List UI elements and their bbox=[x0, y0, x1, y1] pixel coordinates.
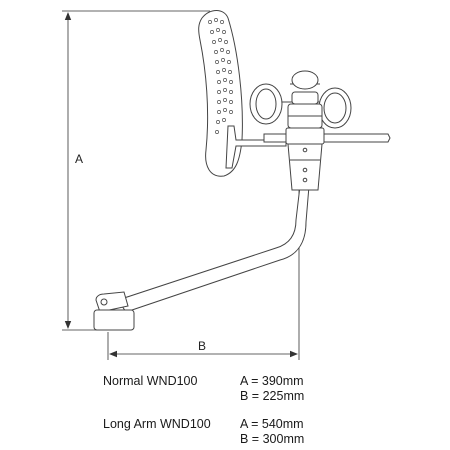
anemometer-cups bbox=[249, 70, 352, 129]
wind-vane-tail bbox=[198, 10, 287, 177]
cup-hub bbox=[291, 91, 319, 105]
sensor-body bbox=[263, 103, 391, 191]
cup-left bbox=[249, 83, 283, 125]
spec-b-long-arm: B = 300mm bbox=[240, 432, 305, 446]
dimension-a bbox=[62, 10, 210, 331]
dimension-a-label: A bbox=[75, 152, 83, 166]
lower-housing bbox=[287, 143, 323, 191]
spec-b-normal: B = 225mm bbox=[240, 389, 305, 403]
vane-rod bbox=[321, 133, 391, 143]
spec-name-long-arm: Long Arm WND100 bbox=[103, 417, 211, 431]
mounting-base bbox=[93, 309, 135, 331]
mid-collar bbox=[285, 127, 325, 145]
spec-name-normal: Normal WND100 bbox=[103, 374, 198, 388]
spec-a-normal: A = 390mm bbox=[240, 374, 304, 388]
spec-a-long-arm: A = 540mm bbox=[240, 417, 304, 431]
mounting-arm bbox=[117, 185, 310, 313]
tail-perforations bbox=[208, 18, 233, 134]
mounting-clamp bbox=[95, 291, 129, 313]
dimension-b-label: B bbox=[198, 339, 206, 353]
cup-rear bbox=[291, 70, 319, 90]
